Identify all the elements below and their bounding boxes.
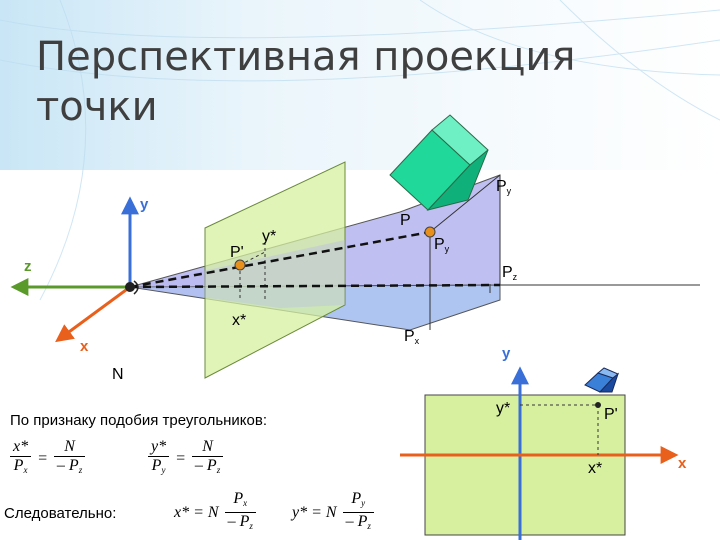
formula-y-lhs: y*Py [148, 438, 170, 479]
wedge-overlay [130, 240, 345, 308]
formula-y-star-num-sub: y [361, 498, 366, 508]
py-top-letter: P [496, 178, 507, 195]
formula-x-star-num: Px [224, 490, 256, 513]
formula-y-rhs-den-sub: z [216, 465, 221, 475]
p-prime-2d-label: P' [604, 406, 618, 423]
formula-y-rhs-num: N [191, 438, 224, 457]
py-top-sub: y [506, 186, 512, 196]
formula-x-rhs-den-text: – P [56, 457, 79, 474]
x-star-2d-label: x* [588, 460, 603, 477]
formula-y-star-den-sub: z [367, 521, 371, 531]
py-mid-label: Py [434, 236, 449, 254]
formula-y-lhs-den-letter: P [151, 457, 162, 474]
py-mid-letter: P [434, 236, 445, 253]
y-axis-2d-label: y [502, 345, 511, 362]
x-axis [55, 285, 131, 343]
equals-sign: = [175, 449, 186, 467]
formula-y-ratio: y*Py = N– Pz [148, 438, 224, 479]
title-line-2: точки [36, 84, 158, 130]
formula-x-lhs-den-letter: P [13, 457, 24, 474]
pz-sub: z [512, 272, 518, 282]
formula-y-star-den: – Pz [343, 513, 374, 535]
formula-x-rhs-den: – Pz [54, 457, 85, 479]
formula-y-star-frac: Py– Pz [342, 490, 374, 535]
equals-sign: = [37, 449, 48, 467]
formula-x-lhs: x*Px [10, 438, 32, 479]
formula-y-star: y* = N Py– Pz [290, 490, 374, 535]
point-p-prime [234, 259, 246, 271]
formula-x-lhs-den-sub: x [23, 465, 28, 475]
formula-y-rhs-den: – Pz [192, 457, 223, 479]
page-title: Перспективная проекция точки [36, 32, 575, 132]
formula-x-star-lhs: x* = N [174, 503, 219, 521]
formula-y-star-num: Py [342, 490, 374, 513]
z-axis-label: z [24, 258, 32, 275]
y-star-2d-label: y* [496, 400, 511, 417]
formula-y-lhs-den-sub: y [161, 465, 166, 475]
formula-x-rhs-num: N [53, 438, 86, 457]
x-axis-2d-label: x [678, 455, 687, 472]
px-sub: x [414, 336, 420, 346]
projection-plane [204, 161, 346, 379]
pz-label: Pz [502, 264, 517, 282]
formula-y-rhs: N– Pz [191, 438, 224, 479]
formula-x-star-den-sub: z [249, 521, 253, 531]
py-top-label: Py [496, 178, 511, 196]
title-line-1: Перспективная проекция [36, 34, 576, 80]
eye-point [125, 282, 135, 292]
point-p-prime-2d [595, 402, 601, 408]
formula-x-star-den-text: – P [227, 513, 250, 530]
p-to-py-line [429, 174, 501, 233]
x-star-label: x* [232, 312, 247, 329]
formula-x-star-den: – Pz [225, 513, 256, 535]
formula-x-rhs: N– Pz [53, 438, 86, 479]
y-star-label: y* [262, 228, 277, 245]
pprime-dashed-line [239, 251, 266, 266]
py-mid-sub: y [444, 244, 450, 254]
formula-x-star-frac: Px– Pz [224, 490, 256, 535]
px-label: Px [404, 328, 419, 346]
formula-x-lhs-num: x* [10, 438, 32, 457]
pz-letter: P [502, 264, 513, 281]
formula-x-lhs-den: Px [10, 457, 31, 479]
p-label: P [400, 212, 411, 229]
y-axis-label: y [140, 196, 149, 213]
similarity-note: По признаку подобия треугольников: [10, 412, 268, 429]
decorative-lines [0, 0, 720, 301]
therefore-note: Следовательно: [4, 505, 117, 522]
eye-icon [133, 280, 139, 295]
projection-plane-2d [424, 394, 626, 536]
projection-ray [129, 230, 431, 289]
p-prime-label: P' [230, 244, 244, 261]
formula-x-star-num-sub: x [243, 498, 248, 508]
px-letter: P [404, 328, 415, 345]
formula-y-lhs-den: Py [148, 457, 169, 479]
formula-x-star-num-letter: P [233, 490, 244, 507]
point-p [424, 226, 436, 238]
formula-y-lhs-num: y* [148, 438, 170, 457]
x-axis-label: x [80, 338, 89, 355]
n-label: N [112, 366, 124, 383]
formula-y-star-den-text: – P [345, 513, 368, 530]
formula-y-star-num-letter: P [351, 490, 362, 507]
cube-2d [584, 367, 620, 393]
formula-y-rhs-den-text: – P [194, 457, 217, 474]
z-dashed-axis [129, 283, 501, 289]
header-background [0, 0, 720, 170]
formula-x-star: x* = N Px– Pz [172, 490, 256, 535]
formula-y-star-lhs: y* = N [292, 503, 337, 521]
formula-x-ratio: x*Px = N– Pz [10, 438, 86, 479]
cube-3d [389, 114, 489, 211]
formula-x-rhs-den-sub: z [78, 465, 83, 475]
